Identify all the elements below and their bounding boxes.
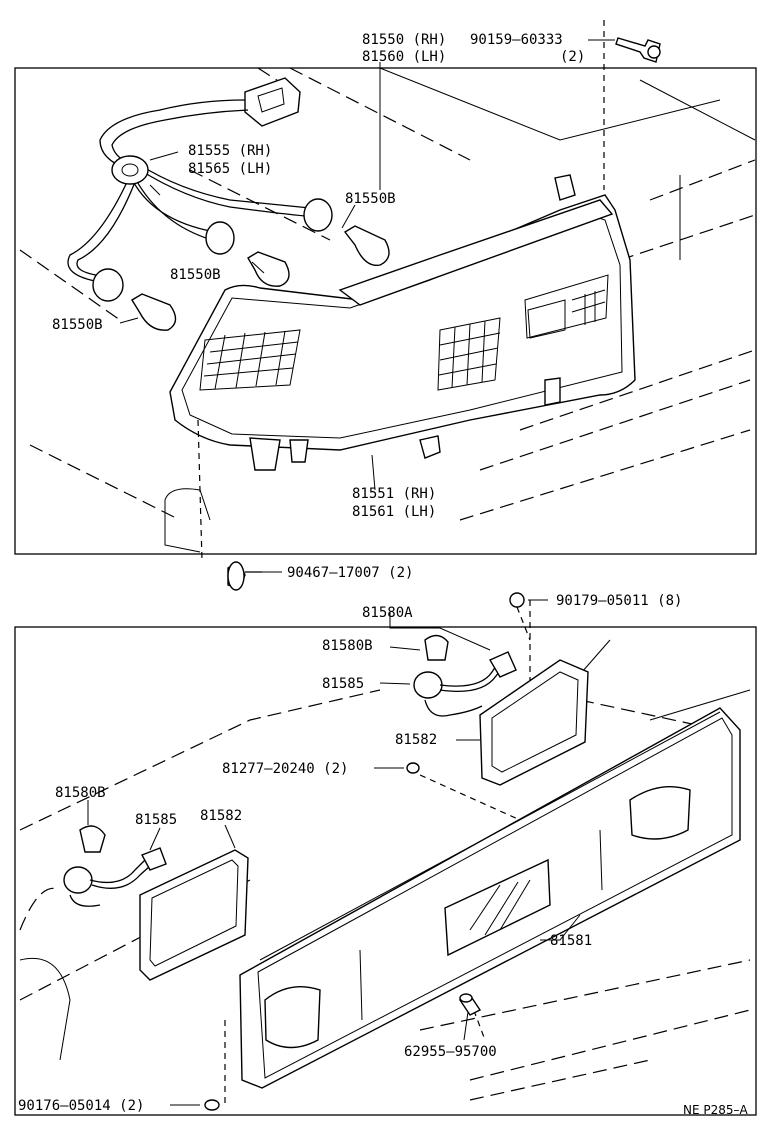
clip-90467-icon xyxy=(197,419,262,591)
label-81550b-upper: 81550B xyxy=(345,191,396,207)
nut-90179-icon xyxy=(509,592,531,641)
label-81561: 81561 (LH) xyxy=(352,504,436,520)
nut-90176-icon xyxy=(204,1099,220,1111)
label-62955: 62955–95700 xyxy=(404,1044,497,1060)
label-90179: 90179–05011 (8) xyxy=(556,593,682,609)
label-81582-left: 81582 xyxy=(200,808,242,824)
lower-assembly-frame xyxy=(14,626,757,1116)
license-lamp-garnish xyxy=(239,707,741,1089)
screw-62955-icon xyxy=(458,993,482,1016)
upper-assembly-frame xyxy=(14,67,757,555)
label-81581: 81581 xyxy=(550,933,592,949)
label-90176: 90176–05014 (2) xyxy=(18,1098,144,1114)
label-81560: 81560 (LH) xyxy=(362,49,446,65)
label-81550: 81550 (RH) xyxy=(362,32,446,48)
socket-and-wire-harness xyxy=(67,77,333,302)
upper-body-contours xyxy=(19,67,756,553)
label-90159-qty: (2) xyxy=(560,49,585,65)
label-81582-right: 81582 xyxy=(395,732,437,748)
lamp-gasket-left xyxy=(139,849,249,981)
label-81555: 81555 (RH) xyxy=(188,143,272,159)
label-81580b-left: 81580B xyxy=(55,785,106,801)
label-90159: 90159–60333 xyxy=(470,32,563,48)
leader-lines-upper xyxy=(119,39,615,573)
cushion-81277-icon xyxy=(406,762,420,774)
bulb-81550b-icons xyxy=(131,225,390,331)
label-81585-right: 81585 xyxy=(322,676,364,692)
label-81550b-lower: 81550B xyxy=(52,317,103,333)
drawing-reference: NE P285–A xyxy=(683,1103,749,1117)
rear-combination-lamp-lens xyxy=(169,174,636,471)
lamp-gasket-right xyxy=(479,659,589,786)
label-81551: 81551 (RH) xyxy=(352,486,436,502)
label-81277: 81277–20240 (2) xyxy=(222,761,348,777)
label-81580a: 81580A xyxy=(362,605,413,621)
screw-90159-icon xyxy=(603,20,661,190)
label-81550b-middle: 81550B xyxy=(170,267,221,283)
socket-and-bulb-left xyxy=(63,825,167,907)
label-81565: 81565 (LH) xyxy=(188,161,272,177)
socket-and-bulb-right xyxy=(413,634,517,717)
label-81585-left: 81585 xyxy=(135,812,177,828)
label-81580b-right: 81580B xyxy=(322,638,373,654)
leader-lines-lower xyxy=(87,599,581,1106)
label-90467: 90467–17007 (2) xyxy=(287,565,413,581)
